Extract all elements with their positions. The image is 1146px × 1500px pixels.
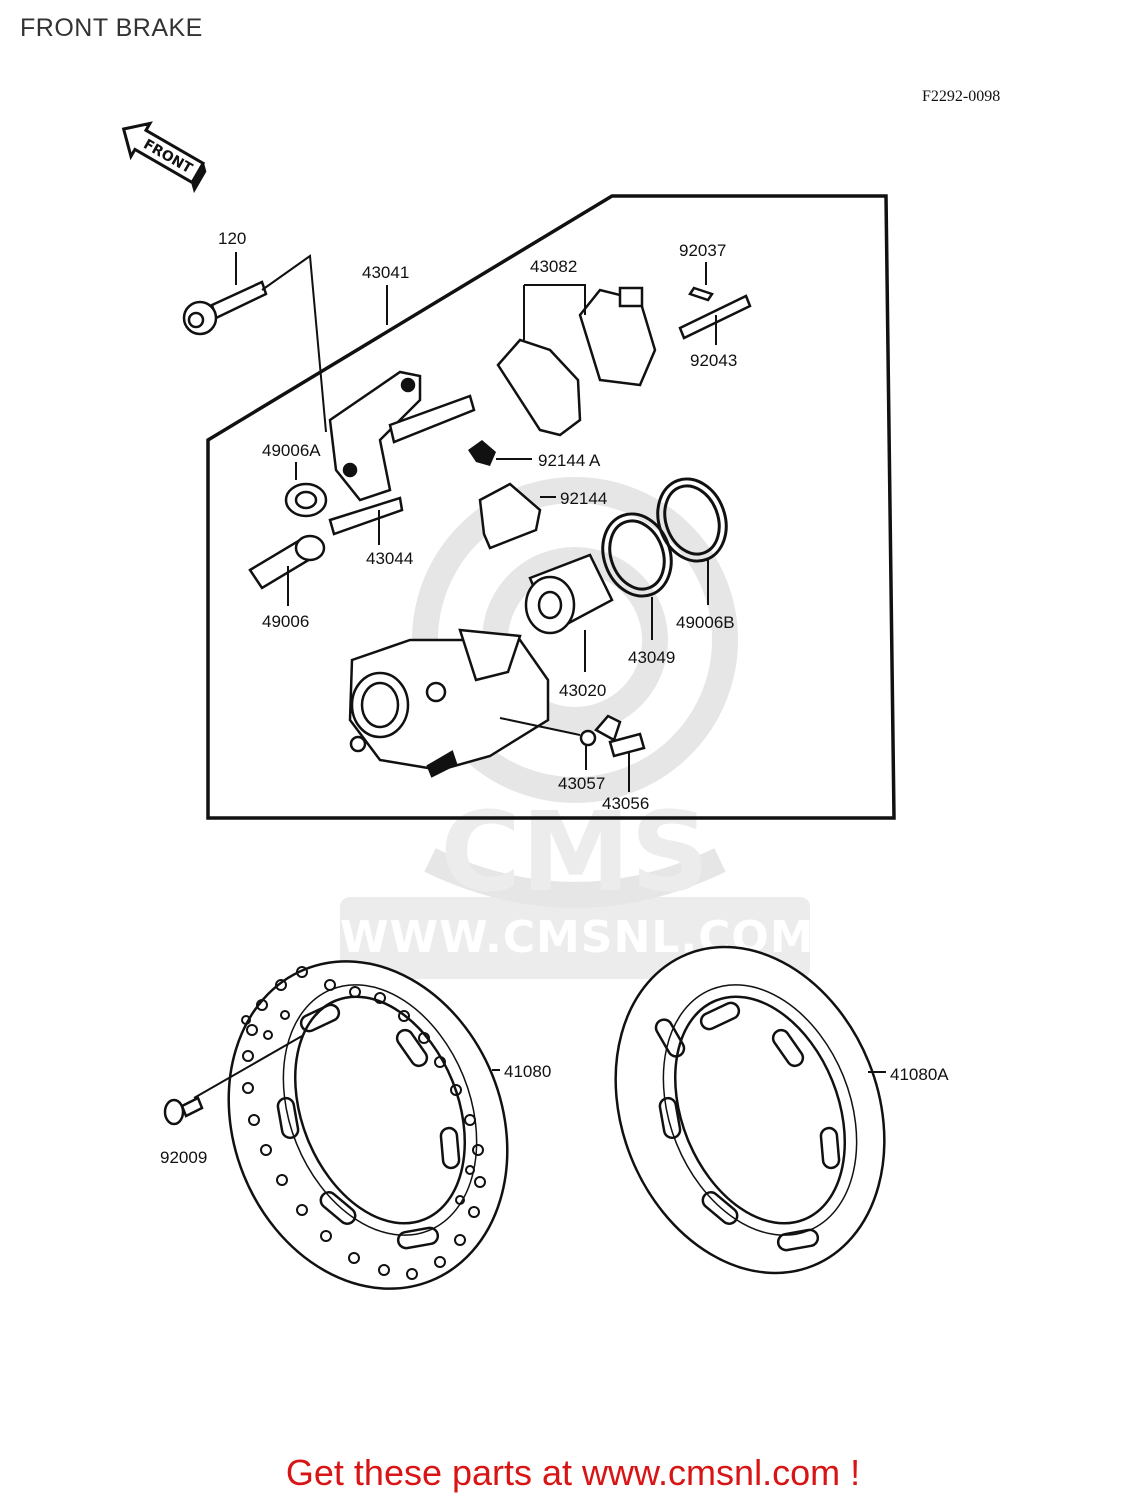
- front-arrow-icon: FRONT: [121, 121, 207, 194]
- part-label-43020: 43020: [559, 681, 606, 700]
- watermark-logo-text: CMS: [440, 788, 709, 916]
- part-label-92144: 92144: [560, 489, 607, 508]
- disc-screw: [163, 1096, 204, 1126]
- pad-spring-a: [468, 440, 496, 466]
- brake-disc-plain: [614, 945, 886, 1275]
- brake-pads: [496, 286, 657, 437]
- part-label-92043: 92043: [690, 351, 737, 370]
- piston-seals: [601, 477, 728, 598]
- sleeve-bushing: [248, 534, 326, 590]
- part-label-49006A: 49006A: [262, 441, 321, 460]
- part-label-92144A: 92144 A: [538, 451, 601, 470]
- part-label-49006B: 49006B: [676, 613, 735, 632]
- page-title: FRONT BRAKE: [20, 14, 203, 42]
- part-label-43044: 43044: [366, 549, 413, 568]
- part-label-41080A: 41080A: [890, 1065, 949, 1084]
- part-label-43057: 43057: [558, 774, 605, 793]
- caliper-assembly-frame: [206, 194, 896, 820]
- brake-disc-drilled: [227, 960, 509, 1290]
- caliper-body: [348, 628, 550, 778]
- part-label-41080: 41080: [504, 1062, 551, 1081]
- part-label-120: 120: [218, 229, 246, 248]
- part-label-92009: 92009: [160, 1148, 207, 1167]
- piston: [524, 553, 614, 635]
- dust-boot: [284, 482, 328, 518]
- part-label-43049: 43049: [628, 648, 675, 667]
- watermark-url: WWW.CMSNL.COM: [340, 897, 814, 979]
- diagram-code: F2292-0098: [922, 88, 1001, 105]
- part-label-49006: 49006: [262, 612, 309, 631]
- part-label-43056: 43056: [602, 794, 649, 813]
- part-label-92037: 92037: [679, 241, 726, 260]
- footer-link[interactable]: Get these parts at www.cmsnl.com !: [285, 1452, 861, 1493]
- caliper-bracket: [328, 370, 476, 536]
- part-label-43041: 43041: [362, 263, 409, 282]
- bleeder-valve: [579, 714, 646, 758]
- part-label-43082: 43082: [530, 257, 577, 276]
- bolt-120: [182, 280, 268, 336]
- pad-spring: [478, 482, 542, 550]
